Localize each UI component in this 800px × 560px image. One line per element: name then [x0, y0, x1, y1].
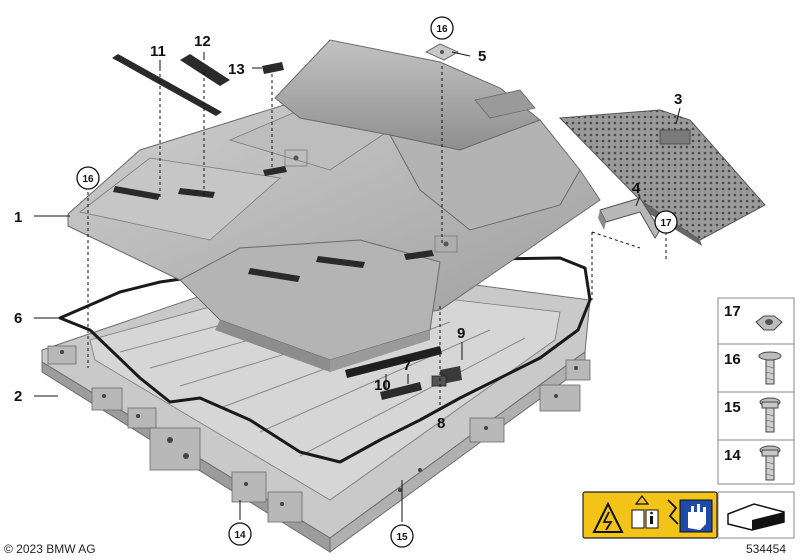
leader-lines: [87, 66, 667, 410]
legend-bolt-15: 15: [724, 397, 781, 433]
callout-16-left: 16: [76, 166, 100, 190]
battery-tray: [41, 261, 591, 553]
callout-4: 4: [632, 180, 641, 197]
electric-shock-warning-icon: [592, 501, 624, 533]
insulation-strip-12: [180, 54, 230, 86]
clip-5: [425, 43, 459, 61]
callout-7: 7: [403, 357, 411, 374]
bracket-4: [598, 197, 661, 239]
legend-bolt-16: 16: [724, 351, 782, 385]
svg-text:15: 15: [396, 532, 408, 543]
callout-16-top: 16: [430, 16, 454, 40]
callout-5: 5: [478, 48, 486, 65]
svg-text:17: 17: [660, 218, 672, 229]
document-number: 534454: [745, 542, 786, 556]
callout-9: 9: [457, 325, 465, 342]
svg-text:15: 15: [724, 399, 741, 416]
battery-cover: [67, 39, 601, 372]
callout-6: 6: [14, 310, 22, 327]
navigation-arrow-icon[interactable]: [717, 491, 795, 539]
svg-text:14: 14: [234, 530, 246, 541]
callout-17: 17: [654, 210, 678, 234]
callout-12: 12: [194, 33, 211, 50]
callout-13: 13: [228, 61, 245, 78]
fastener-legend: 17 16 15 14: [717, 297, 795, 539]
svg-text:17: 17: [724, 303, 741, 320]
gloves-required-icon: [667, 499, 713, 533]
svg-text:16: 16: [82, 174, 94, 185]
callout-3: 3: [674, 91, 682, 108]
svg-text:14: 14: [724, 447, 741, 464]
callouts: 1 2 3 4 5 6 7 8 9 10 11 12 13 14 15 16 1…: [14, 16, 682, 548]
svg-text:16: 16: [436, 24, 448, 35]
copyright-notice: © 2023 BMW AG: [4, 542, 96, 556]
high-voltage-warning-label: [582, 491, 718, 539]
callout-8: 8: [437, 415, 445, 432]
callout-11: 11: [150, 43, 166, 60]
legend-bolt-14: 14: [724, 445, 781, 481]
pad-13: [262, 62, 284, 74]
callout-15: 15: [390, 524, 414, 548]
svg-text:16: 16: [724, 351, 741, 368]
insulation-mats: [345, 346, 462, 400]
legend-nut-17: 17: [724, 303, 783, 331]
callout-10: 10: [374, 377, 391, 394]
insulation-strip-11: [112, 54, 222, 116]
callout-2: 2: [14, 388, 22, 405]
callout-14: 14: [228, 522, 252, 546]
solid-leaders: [34, 51, 681, 522]
callout-1: 1: [14, 209, 22, 226]
read-manual-icon: [631, 495, 659, 529]
